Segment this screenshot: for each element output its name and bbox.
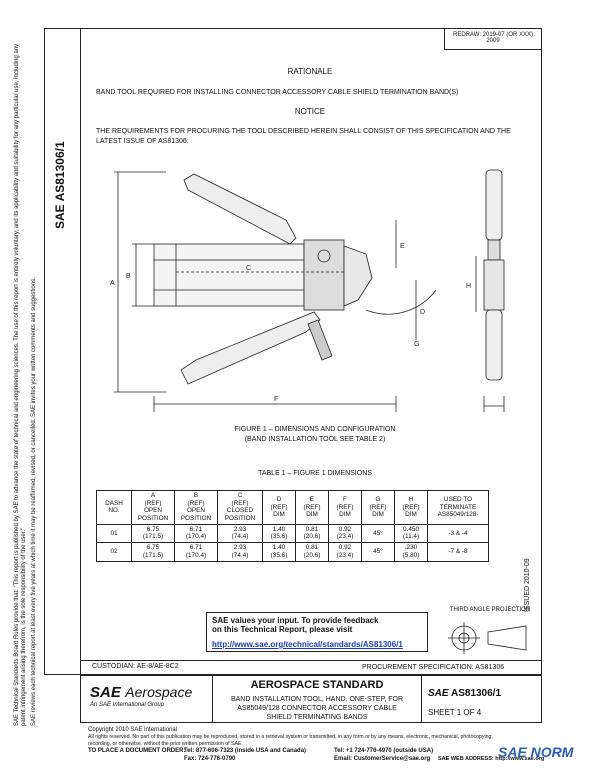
title-block-mid-divider [212, 675, 422, 723]
dim-label-d: D [420, 309, 425, 316]
procurement: PROCUREMENT SPECIFICATION: AS81306 [362, 664, 505, 671]
table-row: 01 6.75(171.5) 6.71(170.4) 2.93(74.4) 1.… [96, 523, 489, 544]
feedback-line-1: SAE values your input. To provide feedba… [212, 616, 379, 625]
desc-line-2: AS85049/128 CONNECTOR ACCESSORY CABLE [237, 705, 397, 712]
dim-label-e: E [400, 243, 405, 250]
th-h: H(REF)DIM [394, 490, 428, 525]
revision-box: REDRAW: 2019-07 (OR XXX) 2009 [444, 28, 542, 50]
review-vertical: SAE reviews each technical report at lea… [31, 277, 37, 726]
custodian-row [80, 660, 542, 675]
sae-mark: SAE [53, 204, 67, 229]
dim-label-h: H [466, 283, 471, 290]
table-title: TABLE 1 – FIGURE 1 DIMENSIONS [258, 470, 372, 477]
desc-line-3: SHIELD TERMINATING BANDS [266, 714, 368, 721]
doc-id: SAE AS81306/1 [428, 688, 502, 699]
dim-label-a: F [274, 396, 278, 403]
th-g: G(REF)DIM [361, 490, 395, 525]
th-d: D(REF)DIM [262, 490, 296, 525]
th-f: F(REF)DIM [328, 490, 362, 525]
sae-norm-watermark: SAE NORM [498, 744, 574, 760]
doc-number-vertical: SAE AS81306/1 [53, 141, 67, 229]
sae-aerospace-logo: SAE Aerospace An SAE International Group [90, 684, 192, 708]
dim-label-c: C [246, 265, 251, 272]
footer-web: SAE WEB ADDRESS: http://www.sae.org [438, 756, 545, 762]
feedback-box: SAE values your input. To provide feedba… [206, 612, 428, 652]
footer-rights: All rights reserved. No part of this pub… [88, 734, 493, 740]
left-margin-column: SAE AS81306/1 [44, 28, 80, 675]
footer-tel2: Tel: +1 724-776-4970 (outside USA) [334, 748, 434, 754]
notice-text: THE REQUIREMENTS FOR PROCURING THE TOOL … [96, 128, 511, 145]
footer-order: TO PLACE A DOCUMENT ORDER: [88, 748, 186, 754]
footer-fax: Fax: 724-776-0790 [184, 756, 236, 762]
custodian: CUSTODIAN: AE-8/AE-8C2 [92, 663, 179, 670]
desc-line-1: BAND INSTALLATION TOOL, HAND, ONE-STEP, … [230, 696, 404, 703]
projection-title: THIRD ANGLE PROJECTION [449, 607, 531, 613]
footer-email: Email: CustomerService@sae.org [334, 756, 431, 762]
rationale-title: RATIONALE [287, 67, 333, 76]
feedback-link[interactable]: http://www.sae.org/technical/standards/A… [212, 640, 403, 649]
aerospace-standard: AEROSPACE STANDARD [250, 679, 384, 691]
logo-sae: SAE [90, 684, 121, 701]
title-block [80, 675, 542, 723]
notice-title: NOTICE [294, 107, 326, 116]
footer-tel1: Tel: 877-606-7323 (inside USA and Canada… [184, 748, 307, 754]
dim-label-g: G [414, 341, 419, 348]
th-e: E(REF)DIM [295, 490, 329, 525]
doc-number: AS81306/1 [53, 141, 67, 202]
figure-caption-2: (BAND INSTALLATION TOOL SEE TABLE 2) [244, 436, 386, 443]
figure-caption-1: FIGURE 1 – DIMENSIONS AND CONFIGURATION [234, 426, 396, 433]
logo-sub: An SAE International Group [90, 702, 165, 708]
rationale-text: BAND TOOL REQUIRED FOR INSTALLING CONNEC… [96, 89, 459, 96]
dim-label-b: B [126, 273, 131, 280]
feedback-line-2: on this Technical Report, please visit [212, 625, 353, 634]
projection-symbol [448, 622, 527, 654]
notice-vertical: SAE Technical Standards Board Rules prov… [14, 43, 27, 726]
table-row: 02 6.75(171.5) 6.71(170.4) 2.93(74.4) 1.… [96, 542, 489, 562]
tool-figure: F B C D E A G H [110, 169, 505, 412]
logo-aerospace: Aerospace [125, 684, 193, 700]
footer-rights-2: recording, or otherwise, without the pri… [88, 741, 243, 747]
dim-label-f: A [110, 280, 115, 287]
footer-copyright: Copyright 2010 SAE International [88, 727, 178, 733]
issued-date-vertical: ISSUED 2010-09 [524, 558, 531, 612]
sheet-number: SHEET 1 OF 4 [428, 708, 482, 717]
